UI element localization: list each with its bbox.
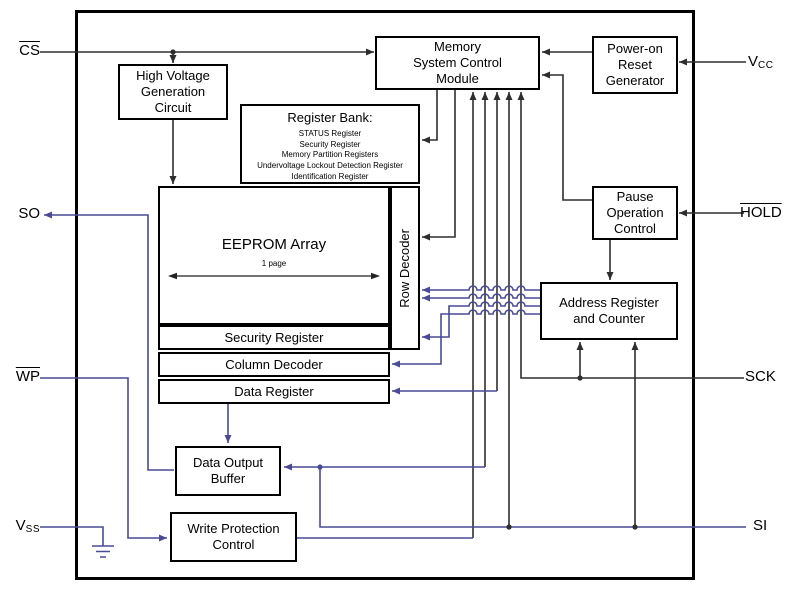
register-bank-block: Register Bank: STATUS Register Security … — [240, 104, 420, 184]
page-width-arrow-icon — [168, 272, 380, 280]
si-pin-text: SI — [753, 517, 768, 534]
column-decoder-block: Column Decoder — [158, 352, 390, 377]
pin-label-vcc: VCC — [748, 53, 774, 71]
vcc-pin-subscript: CC — [758, 60, 774, 71]
data-output-buffer-block: Data Output Buffer — [175, 446, 281, 496]
register-bank-item: Security Register — [299, 139, 361, 149]
register-bank-item: Undervoltage Lockout Detection Register — [257, 161, 403, 171]
pause-operation-control-block: Pause Operation Control — [592, 186, 678, 240]
pin-label-hold: HOLD — [740, 204, 782, 221]
cs-pin-text: CS — [19, 42, 40, 59]
pin-label-si: SI — [753, 517, 767, 534]
memory-system-control-block: Memory System Control Module — [375, 36, 540, 90]
power-on-reset-block: Power-on Reset Generator — [592, 36, 678, 94]
register-bank-item: STATUS Register — [298, 128, 362, 138]
so-pin-text: SO — [18, 205, 40, 222]
eeprom-array-block: EEPROM Array 1 page — [158, 186, 390, 325]
vss-pin-subscript: SS — [25, 524, 40, 535]
pin-label-sck: SCK — [745, 368, 776, 385]
data-register-block: Data Register — [158, 379, 390, 404]
eeprom-array-title: EEPROM Array — [221, 236, 327, 253]
sck-pin-text: SCK — [745, 368, 776, 385]
row-decoder-block: Row Decoder — [390, 186, 420, 350]
high-voltage-generation-block: High Voltage Generation Circuit — [118, 64, 228, 120]
hold-pin-text: HOLD — [740, 204, 782, 221]
row-decoder-label: Row Decoder — [397, 228, 413, 308]
register-bank-item: Memory Partition Registers — [281, 150, 379, 160]
vss-pin-text: V — [15, 517, 26, 534]
register-bank-title: Register Bank: — [287, 110, 373, 125]
wp-pin-text: WP — [15, 368, 40, 385]
register-bank-item: Identification Register — [291, 172, 369, 182]
vcc-pin-text: V — [748, 53, 759, 70]
address-register-counter-block: Address Register and Counter — [540, 282, 678, 340]
pin-label-so: SO — [8, 205, 40, 222]
pin-label-cs: CS — [8, 42, 40, 59]
write-protection-control-block: Write Protection Control — [170, 512, 297, 562]
security-register-block: Security Register — [158, 325, 390, 350]
page-size-label: 1 page — [261, 259, 287, 268]
pin-label-wp: WP — [8, 368, 40, 385]
pin-label-vss: VSS — [2, 517, 40, 535]
